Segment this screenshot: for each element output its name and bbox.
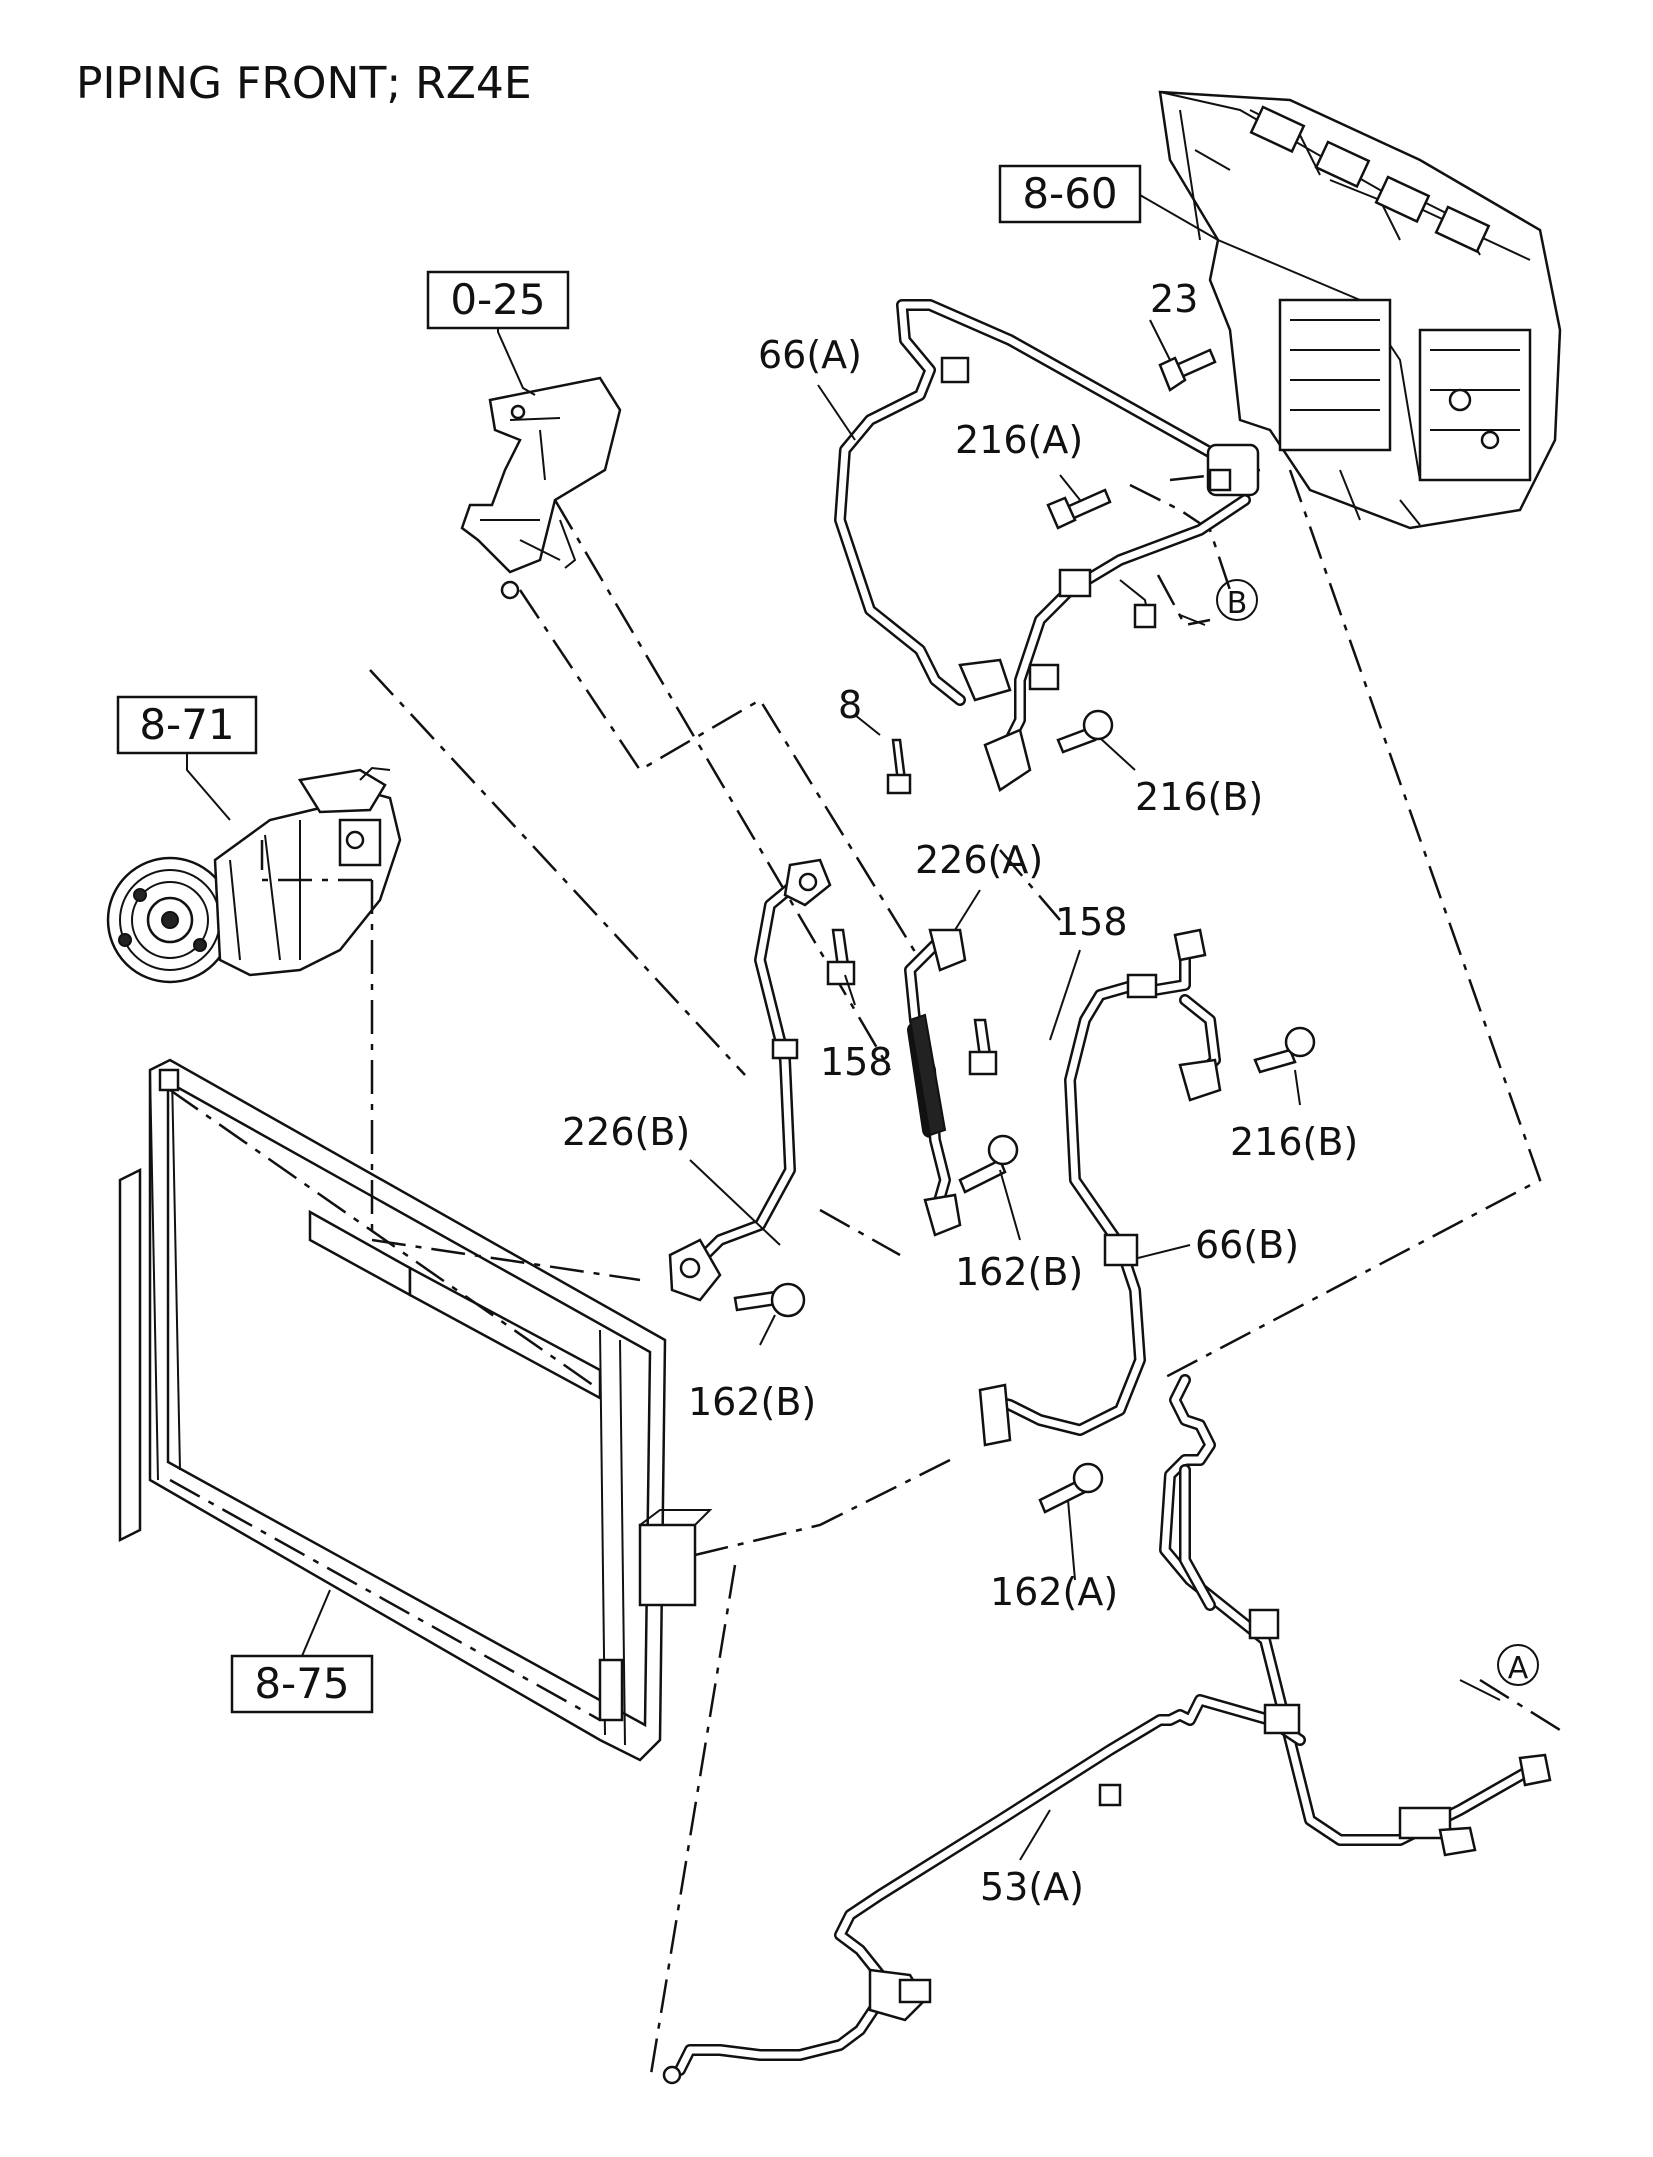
callout-162b-mid[interactable]: 162(B) xyxy=(955,1250,1083,1294)
bracket-0-25 xyxy=(460,328,622,600)
bolt-162a xyxy=(1038,1462,1104,1514)
ref-box-8-75[interactable]: 8-75 xyxy=(230,1654,374,1714)
svg-text:A: A xyxy=(1508,1651,1529,1686)
ref-box-0-25[interactable]: 0-25 xyxy=(426,270,570,330)
callout-23[interactable]: 23 xyxy=(1150,277,1198,321)
compressor xyxy=(106,753,402,984)
callout-216a[interactable]: 216(A) xyxy=(955,418,1083,462)
bolt-158-left xyxy=(826,928,856,986)
callout-158-right[interactable]: 158 xyxy=(1055,900,1128,944)
ref-box-8-71[interactable]: 8-71 xyxy=(116,695,258,755)
callout-216b-top[interactable]: 216(B) xyxy=(1135,775,1263,819)
svg-text:8-75: 8-75 xyxy=(254,1659,349,1708)
circle-callout-a[interactable]: A xyxy=(1497,1644,1539,1686)
svg-text:0-25: 0-25 xyxy=(450,275,545,324)
bolt-8 xyxy=(886,738,912,795)
page-title: PIPING FRONT; RZ4E xyxy=(76,58,532,109)
svg-text:8-71: 8-71 xyxy=(139,700,234,749)
pipe-53a xyxy=(662,1374,1552,2085)
svg-text:8-60: 8-60 xyxy=(1022,169,1117,218)
bolt-23 xyxy=(1158,348,1217,392)
pipe-226b xyxy=(668,858,832,1302)
bolt-162b-mid xyxy=(958,1134,1019,1194)
hose-66a xyxy=(834,299,1260,792)
condenser xyxy=(118,1058,713,1762)
callout-158-left[interactable]: 158 xyxy=(820,1040,893,1084)
callout-162b-left[interactable]: 162(B) xyxy=(688,1380,816,1424)
callout-66b[interactable]: 66(B) xyxy=(1195,1223,1299,1267)
hvac-unit xyxy=(1139,90,1562,530)
bolt-162b-left xyxy=(733,1282,806,1318)
bolt-216b-right xyxy=(1253,1026,1316,1074)
bolt-216b-top xyxy=(1056,709,1114,754)
pipe-226a xyxy=(904,928,967,1237)
ref-box-8-60[interactable]: 8-60 xyxy=(998,164,1142,224)
callout-162a[interactable]: 162(A) xyxy=(990,1570,1118,1614)
callout-66a[interactable]: 66(A) xyxy=(758,333,862,377)
svg-text:B: B xyxy=(1227,586,1248,621)
callout-216b-right[interactable]: 216(B) xyxy=(1230,1120,1358,1164)
circle-callout-b[interactable]: B xyxy=(1216,579,1258,621)
callout-226a[interactable]: 226(A) xyxy=(915,838,1043,882)
bolt-158-right xyxy=(968,1018,998,1076)
callout-53a[interactable]: 53(A) xyxy=(980,1865,1084,1909)
callout-leaders xyxy=(689,319,1501,1861)
bolt-216a xyxy=(1046,488,1112,530)
hose-66b xyxy=(978,928,1222,1447)
callout-8[interactable]: 8 xyxy=(838,683,862,727)
callout-226b[interactable]: 226(B) xyxy=(562,1110,690,1154)
